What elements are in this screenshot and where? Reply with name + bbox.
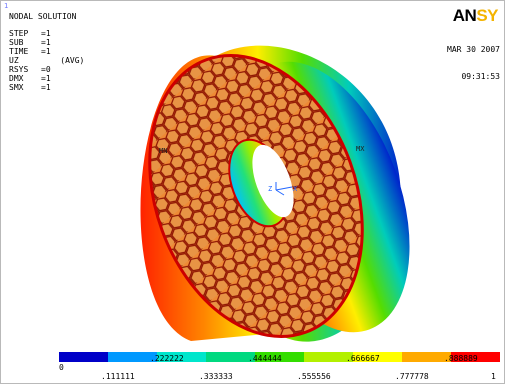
timestamp: MAR 30 2007 09:31:53 [447,27,500,99]
axis-z-label: Z [268,185,272,193]
legend-color-segment [255,352,304,362]
info-key: UZ [9,56,19,65]
ansys-logo: ANSY [452,6,499,26]
info-value: (AVG) [41,56,85,65]
legend-color-segment [451,352,500,362]
legend-color-segment [402,352,451,362]
axis-x-label: X [293,185,298,193]
info-value: =1 [41,29,51,38]
legend-color-segment [206,352,255,362]
legend-label-8: .888889 [444,354,478,363]
info-value: =1 [41,74,51,83]
legend-color-segment [108,352,157,362]
info-key: DMX [9,74,24,83]
info-key: SMX [9,83,24,92]
legend-label-7: .777778 [395,372,429,381]
info-key: STEP [9,29,29,38]
info-key: TIME [9,47,29,56]
max-marker: MX [356,145,365,153]
legend-label-5: .555556 [297,372,331,381]
logo-part-1: AN [452,6,477,25]
date-label: MAR 30 2007 [447,45,500,54]
legend-color-segment [304,352,353,362]
legend-color-segment [59,352,108,362]
legend-color-segment [353,352,402,362]
legend-label-9: 1 [491,372,496,381]
legend-label-1: .111111 [101,372,135,381]
min-marker: MN [159,147,167,155]
info-key: SUB [9,38,24,47]
legend-label-0: 0 [59,363,64,372]
legend-label-3: .333333 [199,372,233,381]
legend-label-2: .222222 [150,354,184,363]
time-label: 09:31:53 [461,72,500,81]
inner-hole-opening [252,144,294,218]
solution-title: NODAL SOLUTION [9,12,77,21]
coordinate-triad: Z X [268,182,298,196]
info-row-step: STEP =1 [9,29,84,38]
info-value: =1 [41,38,51,47]
info-row-sub: SUB =1 [9,38,84,47]
logo-part-2: SY [476,6,498,25]
info-value: =1 [41,83,51,92]
color-legend-bar [59,352,500,362]
info-row-uz: UZ (AVG) [9,56,84,65]
info-row-rsys: RSYS =0 [9,65,84,74]
info-key: RSYS [9,65,29,74]
info-value: =0 [41,65,51,74]
info-row-smx: SMX =1 [9,83,84,92]
info-row-dmx: DMX =1 [9,74,84,83]
info-row-time: TIME =1 [9,47,84,56]
legend-label-4: .444444 [248,354,282,363]
legend-color-segment [157,352,206,362]
legend-label-6: .666667 [346,354,380,363]
window-number: 1 [4,2,9,10]
info-value: =1 [41,47,51,56]
